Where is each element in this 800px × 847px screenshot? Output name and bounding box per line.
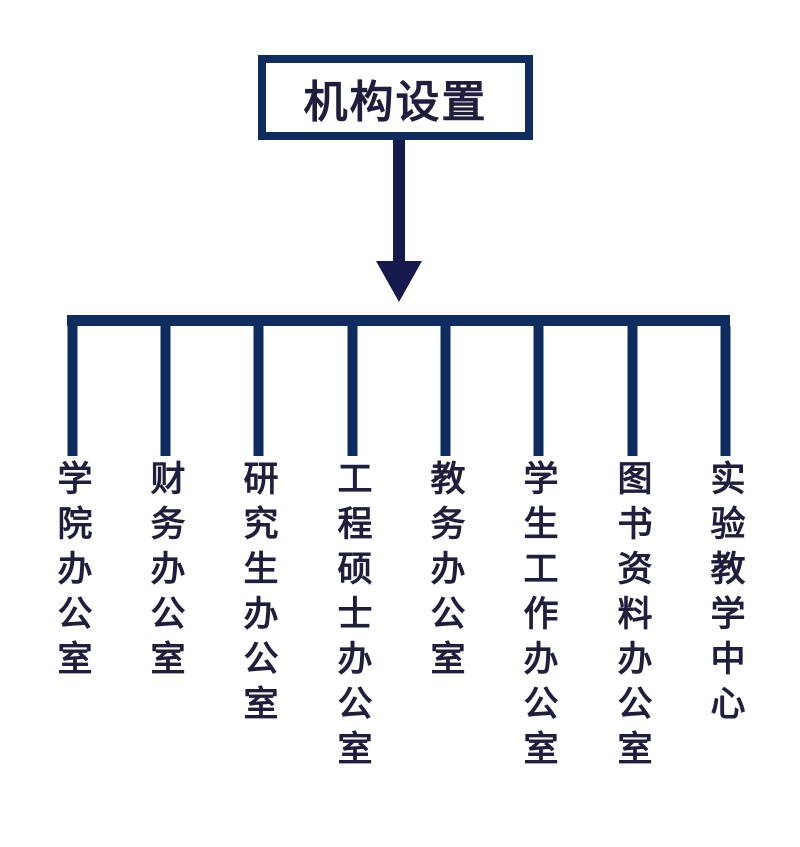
branch-connector-line	[440, 326, 450, 456]
branch-label: 学生工作办公室	[518, 460, 558, 775]
branch-connector-line	[160, 326, 170, 456]
branch-node-graduate-office: 研究生办公室	[238, 326, 278, 730]
branch-label: 研究生办公室	[238, 460, 278, 730]
branch-label: 图书资料办公室	[612, 460, 652, 775]
branch-connector-line	[347, 326, 357, 456]
branch-node-library-materials-office: 图书资料办公室	[612, 326, 652, 775]
branch-node-student-affairs-office: 学生工作办公室	[518, 326, 558, 775]
branch-connector-line	[533, 326, 543, 456]
down-arrow-shaft	[393, 140, 405, 263]
branch-label: 实验教学中心	[705, 460, 745, 730]
branch-node-college-office: 学院办公室	[52, 326, 92, 685]
branch-label: 工程硕士办公室	[332, 460, 372, 775]
branch-label: 财务办公室	[145, 460, 185, 685]
branch-node-academic-affairs-office: 教务办公室	[425, 326, 465, 685]
branch-node-finance-office: 财务办公室	[145, 326, 185, 685]
branch-connector-line	[253, 326, 263, 456]
horizontal-connector-line	[67, 315, 730, 326]
down-arrow-head-icon	[376, 261, 422, 302]
root-node-title: 机构设置	[303, 77, 488, 127]
branch-node-engineering-masters-office: 工程硕士办公室	[332, 326, 372, 775]
branch-connector-line	[627, 326, 637, 456]
root-node-box: 机构设置	[258, 55, 533, 140]
branch-label: 学院办公室	[52, 460, 92, 685]
branch-connector-line	[67, 326, 77, 456]
branch-label: 教务办公室	[425, 460, 465, 685]
branch-connector-line	[720, 326, 730, 456]
branch-node-experimental-teaching-center: 实验教学中心	[705, 326, 745, 730]
